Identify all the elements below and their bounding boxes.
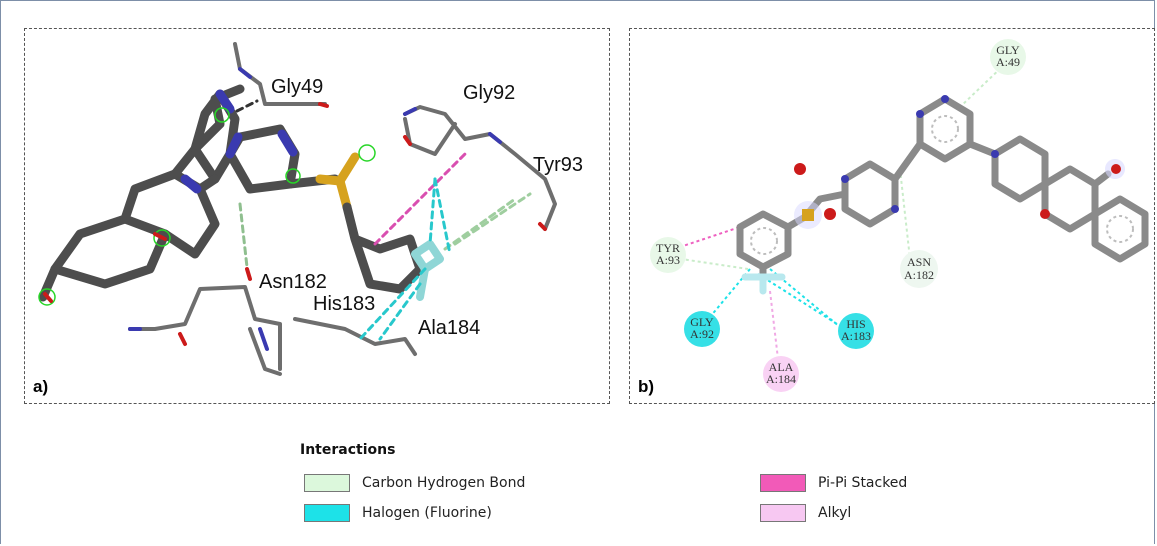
residue-disc-label-0-chain: A:49 <box>996 55 1020 69</box>
residue-label-0: Gly49 <box>271 76 323 98</box>
panel-b-canvas: GLY A:49 TYR A:93 ASN A:182 GLY A:92 HIS… <box>650 39 1149 392</box>
residue-disc-label-5-name: ALA <box>769 360 794 374</box>
residue-disc-asn182: ASN A:182 <box>900 250 938 288</box>
legend-swatch-0 <box>304 474 350 492</box>
legend-label-1: Halogen (Fluorine) <box>362 505 492 521</box>
ligand-nitrogen-atoms <box>180 89 298 194</box>
legend-swatch-1 <box>304 504 350 522</box>
residue-disc-label-5-chain: A:184 <box>766 372 796 386</box>
legend-item-pi-pi-stacked: Pi-Pi Stacked <box>760 474 907 492</box>
residue-disc-label-2-chain: A:182 <box>904 268 934 282</box>
residue-disc-gly92: GLY A:92 <box>684 311 720 347</box>
interaction-lines-3d <box>235 99 532 341</box>
residue-disc-label-3-name: GLY <box>690 315 714 329</box>
legend-item-halogen: Halogen (Fluorine) <box>304 504 492 522</box>
residue-oxygens <box>178 102 547 346</box>
residue-disc-tyr93: TYR A:93 <box>650 237 686 273</box>
residue-label-3: Asn182 <box>259 271 327 293</box>
legend-swatch-3 <box>760 504 806 522</box>
residue-disc-label-2-name: ASN <box>907 255 931 269</box>
interactions-legend: Interactions Carbon Hydrogen Bond Haloge… <box>300 438 940 538</box>
legend-label-3: Alkyl <box>818 505 852 521</box>
residue-label-2: Tyr93 <box>533 154 583 176</box>
ligand-pyrimidine <box>190 89 240 194</box>
piperazine-ring-2d <box>841 160 899 228</box>
residue-disc-label-1-name: TYR <box>656 241 680 255</box>
ligand-aryl-ring <box>38 214 170 302</box>
legend-item-carbon-hydrogen-bond: Carbon Hydrogen Bond <box>304 474 525 492</box>
oxygen-atoms-a <box>43 232 167 303</box>
legend-swatch-2 <box>760 474 806 492</box>
panel-b-2d-diagram: GLY A:49 TYR A:93 ASN A:182 GLY A:92 HIS… <box>629 28 1155 404</box>
phenyl-ring-2d <box>736 210 792 271</box>
residue-label-4: His183 <box>313 293 375 315</box>
residue-label-5: Ala184 <box>418 317 480 339</box>
panel-a-3d-view: Gly49 Gly92 Tyr93 Asn182 His183 Ala184 a… <box>24 28 610 404</box>
residue-disc-label-0-name: GLY <box>996 43 1020 57</box>
ligand-2d-skeleton <box>736 95 1149 295</box>
legend-label-2: Pi-Pi Stacked <box>818 475 908 491</box>
heteroatoms-2d <box>794 95 1125 229</box>
residue-disc-ala184: ALA A:184 <box>763 356 799 392</box>
legend-item-alkyl: Alkyl <box>760 504 851 522</box>
legend-label-0: Carbon Hydrogen Bond <box>362 475 526 491</box>
ligand-phenyl <box>342 202 425 294</box>
residue-disc-label-4-chain: A:183 <box>841 329 871 343</box>
pyrimidine-ring-2d <box>916 95 974 163</box>
residue-disc-label-1-chain: A:93 <box>656 253 680 267</box>
ligand-sulfonyl <box>315 152 360 212</box>
piperidine-ring-2d <box>991 135 1049 203</box>
residue-disc-his183: HIS A:183 <box>838 313 874 349</box>
ligand-cf3 <box>411 240 444 301</box>
residue-disc-label-4-name: HIS <box>846 317 865 331</box>
panel-a-letter: a) <box>33 377 49 396</box>
benzo-ring-2d <box>1091 195 1149 263</box>
residue-nitrogens <box>128 67 502 351</box>
aromatic-markers-2d <box>750 115 1134 255</box>
residue-disc-gly49: GLY A:49 <box>990 39 1026 75</box>
chromanone-ring-2d <box>1041 165 1099 233</box>
atom-highlight-markers <box>38 107 376 306</box>
panel-b-letter: b) <box>638 377 655 396</box>
panel-a-canvas: Gly49 Gly92 Tyr93 Asn182 His183 Ala184 <box>38 42 583 376</box>
residue-label-1: Gly92 <box>463 82 515 104</box>
legend-title: Interactions <box>300 442 396 458</box>
residue-disc-label-3-chain: A:92 <box>690 327 714 341</box>
